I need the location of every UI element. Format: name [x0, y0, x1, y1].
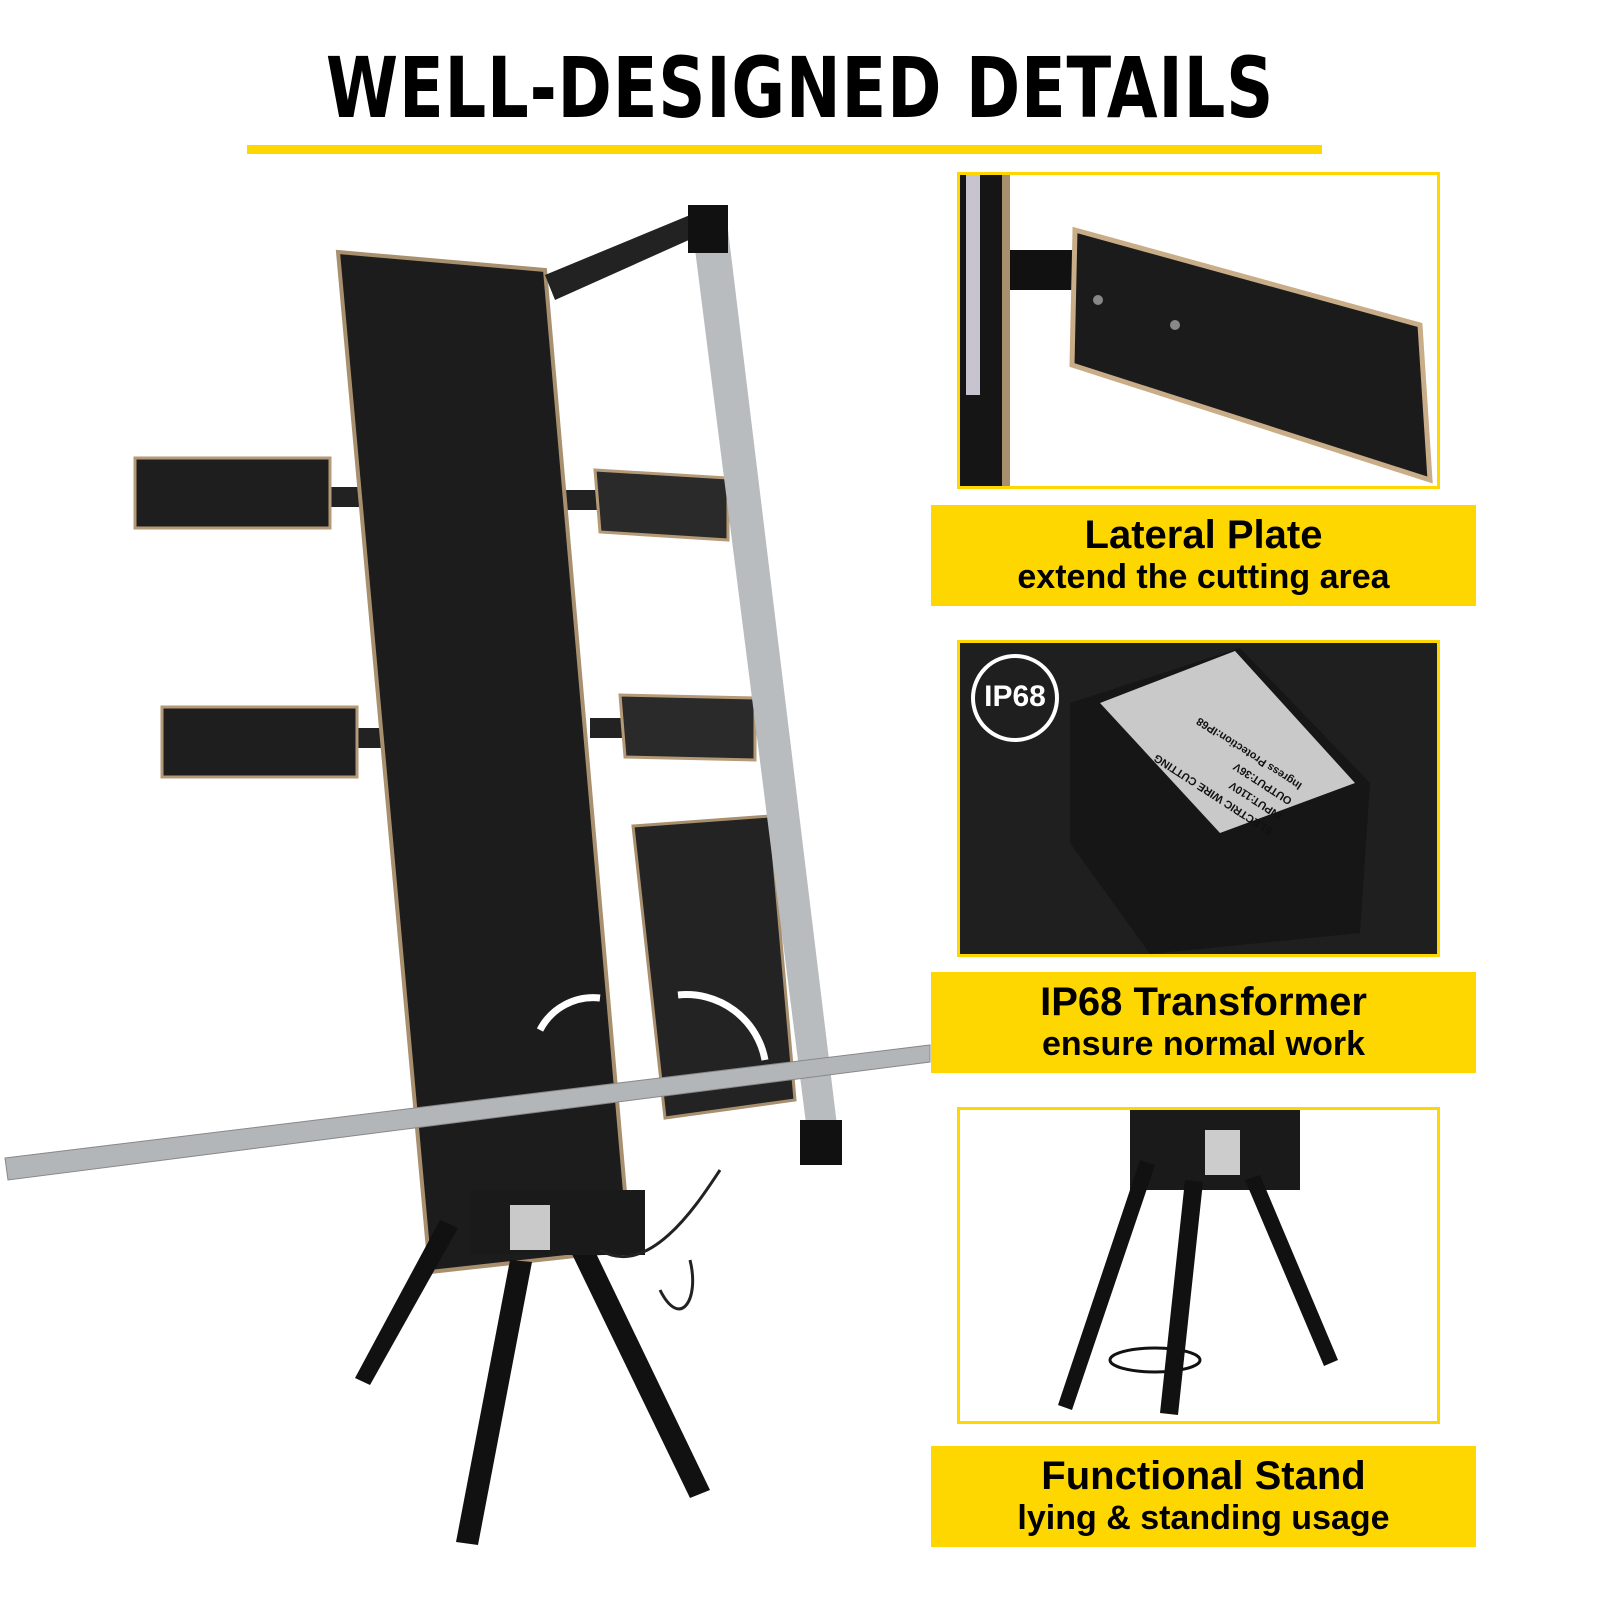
feature-subheading: ensure normal work	[1041, 1025, 1366, 1063]
feature-caption-stand: Functional Stand lying & standing usage	[931, 1446, 1476, 1547]
lateral-plate-photo	[957, 172, 1440, 489]
transformer-photo: IP68 ELECTRIC WIRE CUTTING INPUT:110V OU…	[957, 640, 1440, 957]
feature-subheading: extend the cutting area	[1017, 558, 1390, 596]
feature-caption-lateral-plate: Lateral Plate extend the cutting area	[931, 505, 1476, 606]
feature-caption-transformer: IP68 Transformer ensure normal work	[931, 972, 1476, 1073]
stand-photo	[957, 1107, 1440, 1424]
feature-heading: Lateral Plate	[1084, 513, 1323, 557]
page-title: WELL-DESIGNED DETAILS	[325, 39, 1275, 137]
title-underline	[247, 145, 1322, 154]
feature-heading: IP68 Transformer	[1040, 980, 1367, 1024]
feature-heading: Functional Stand	[1041, 1454, 1366, 1498]
ip68-badge: IP68	[984, 680, 1046, 713]
feature-subheading: lying & standing usage	[1017, 1499, 1390, 1537]
product-image-foam-cutter	[0, 170, 940, 1570]
